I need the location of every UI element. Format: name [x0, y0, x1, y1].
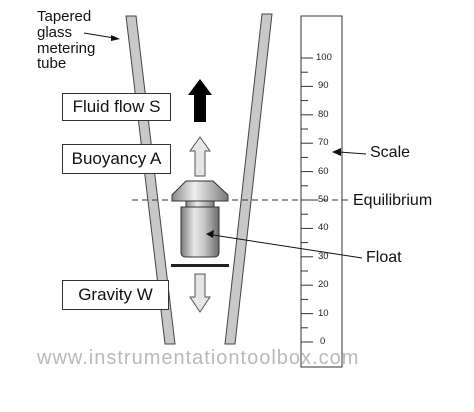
fluid-flow-arrow — [188, 79, 212, 122]
scale-tick-label: 10 — [318, 307, 329, 319]
scale-tick-label: 100 — [316, 52, 332, 63]
tube-label-line4: tube — [37, 55, 67, 73]
tube-label-line1: Tapered — [37, 8, 92, 25]
scale-tick-label: 80 — [318, 108, 329, 120]
tube-label-line2: glass — [37, 23, 73, 41]
scale-pointer-head — [332, 148, 341, 156]
buoyancy-label: Buoyancy A — [62, 144, 171, 174]
scale-tick-label: 0 — [320, 336, 326, 347]
scale-label: Scale — [370, 144, 411, 161]
watermark: www.instrumentationtoolbox.com — [37, 347, 360, 369]
float-body — [180, 206, 220, 258]
float-label: Float — [366, 249, 402, 266]
scale-tick-label: 50 — [318, 194, 329, 205]
scale-tick-label: 90 — [318, 80, 329, 92]
scale-tick-marks — [301, 57, 313, 343]
gravity-label: Gravity W — [62, 280, 169, 310]
float-cap — [171, 180, 229, 202]
tube-pointer-line — [83, 32, 115, 39]
tube-label: Tapered glass metering tube — [37, 9, 95, 72]
scale-tick-label: 40 — [318, 222, 329, 234]
buoyancy-arrow — [189, 136, 211, 177]
scale-bar — [300, 15, 343, 368]
scale-tick-label: 70 — [318, 137, 329, 149]
float-pointer-line — [212, 234, 363, 259]
float-pointer-head — [206, 230, 214, 238]
tube-label-line3: metering — [37, 39, 96, 57]
fluid-flow-label: Fluid flow S — [62, 93, 171, 121]
equilibrium-label: Equilibrium — [353, 192, 433, 209]
scale-pointer-line — [338, 151, 367, 155]
scale-tick-label: 20 — [318, 279, 329, 291]
float-base — [171, 264, 229, 267]
scale-tick-label: 60 — [318, 165, 329, 177]
tube-right-wall — [224, 13, 273, 345]
gravity-arrow — [189, 273, 211, 313]
scale-tick-label: 30 — [318, 250, 329, 262]
tube-pointer-head — [111, 35, 120, 41]
float-neck — [185, 200, 215, 208]
